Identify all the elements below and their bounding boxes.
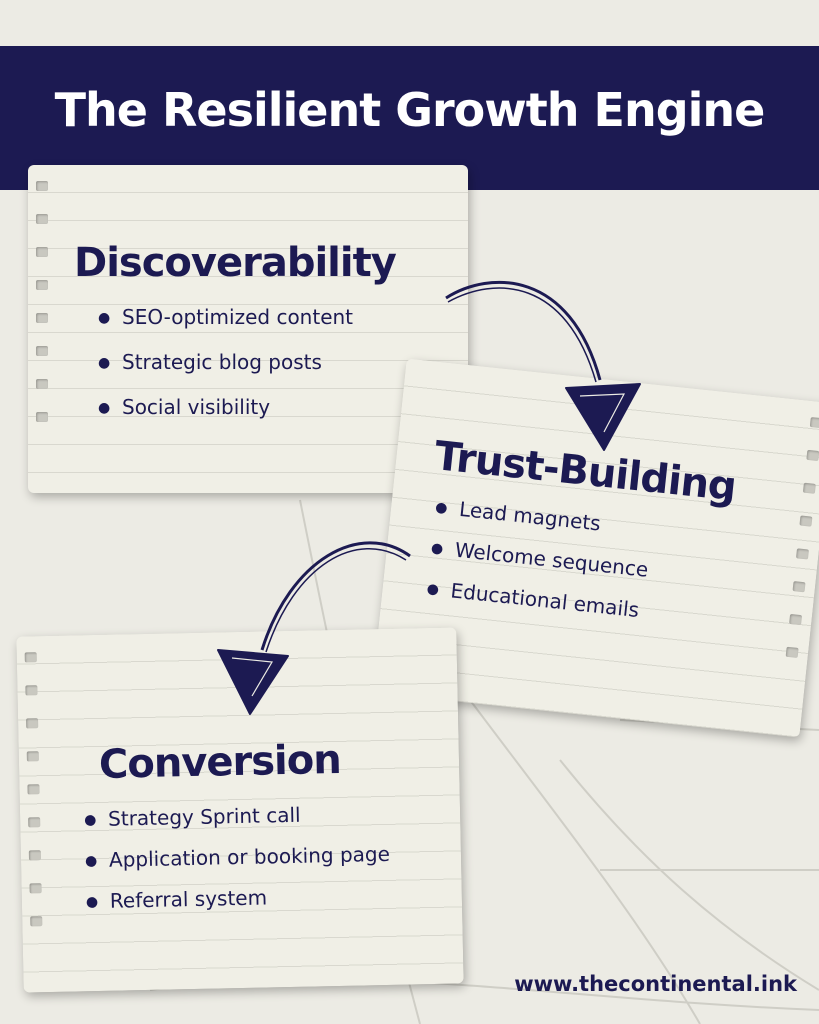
note-list: ●Strategy Sprint call ●Application or bo… [84, 793, 391, 922]
binder-holes [36, 181, 50, 445]
page-title: The Resilient Growth Engine [54, 83, 766, 137]
list-item: ●SEO-optimized content [98, 295, 353, 340]
bullet-icon: ● [85, 893, 99, 911]
bullet-icon: ● [84, 853, 98, 870]
note-conversion: Conversion ●Strategy Sprint call ●Applic… [16, 627, 464, 993]
note-list: ●SEO-optimized content ●Strategic blog p… [98, 295, 353, 430]
list-item: ●Social visibility [98, 385, 353, 430]
note-heading: Discoverability [74, 240, 397, 286]
bullet-icon: ● [434, 499, 449, 517]
list-item: ●Strategic blog posts [98, 340, 353, 385]
list-item: ●Referral system [85, 875, 391, 922]
note-list: ●Lead magnets ●Welcome sequence ●Educati… [425, 486, 655, 631]
bullet-icon: ● [98, 310, 111, 326]
binder-holes [24, 652, 45, 949]
bullet-icon: ● [98, 400, 111, 416]
bullet-icon: ● [98, 355, 111, 371]
list-item: ●Application or booking page [85, 834, 391, 881]
note-discoverability: Discoverability ●SEO-optimized content ●… [28, 165, 468, 493]
website-link[interactable]: www.thecontinental.ink [514, 972, 797, 996]
note-heading: Conversion [98, 736, 342, 788]
bullet-icon: ● [430, 540, 445, 558]
bullet-icon: ● [425, 580, 440, 599]
bullet-icon: ● [84, 812, 97, 829]
list-item: ●Strategy Sprint call [84, 793, 390, 840]
